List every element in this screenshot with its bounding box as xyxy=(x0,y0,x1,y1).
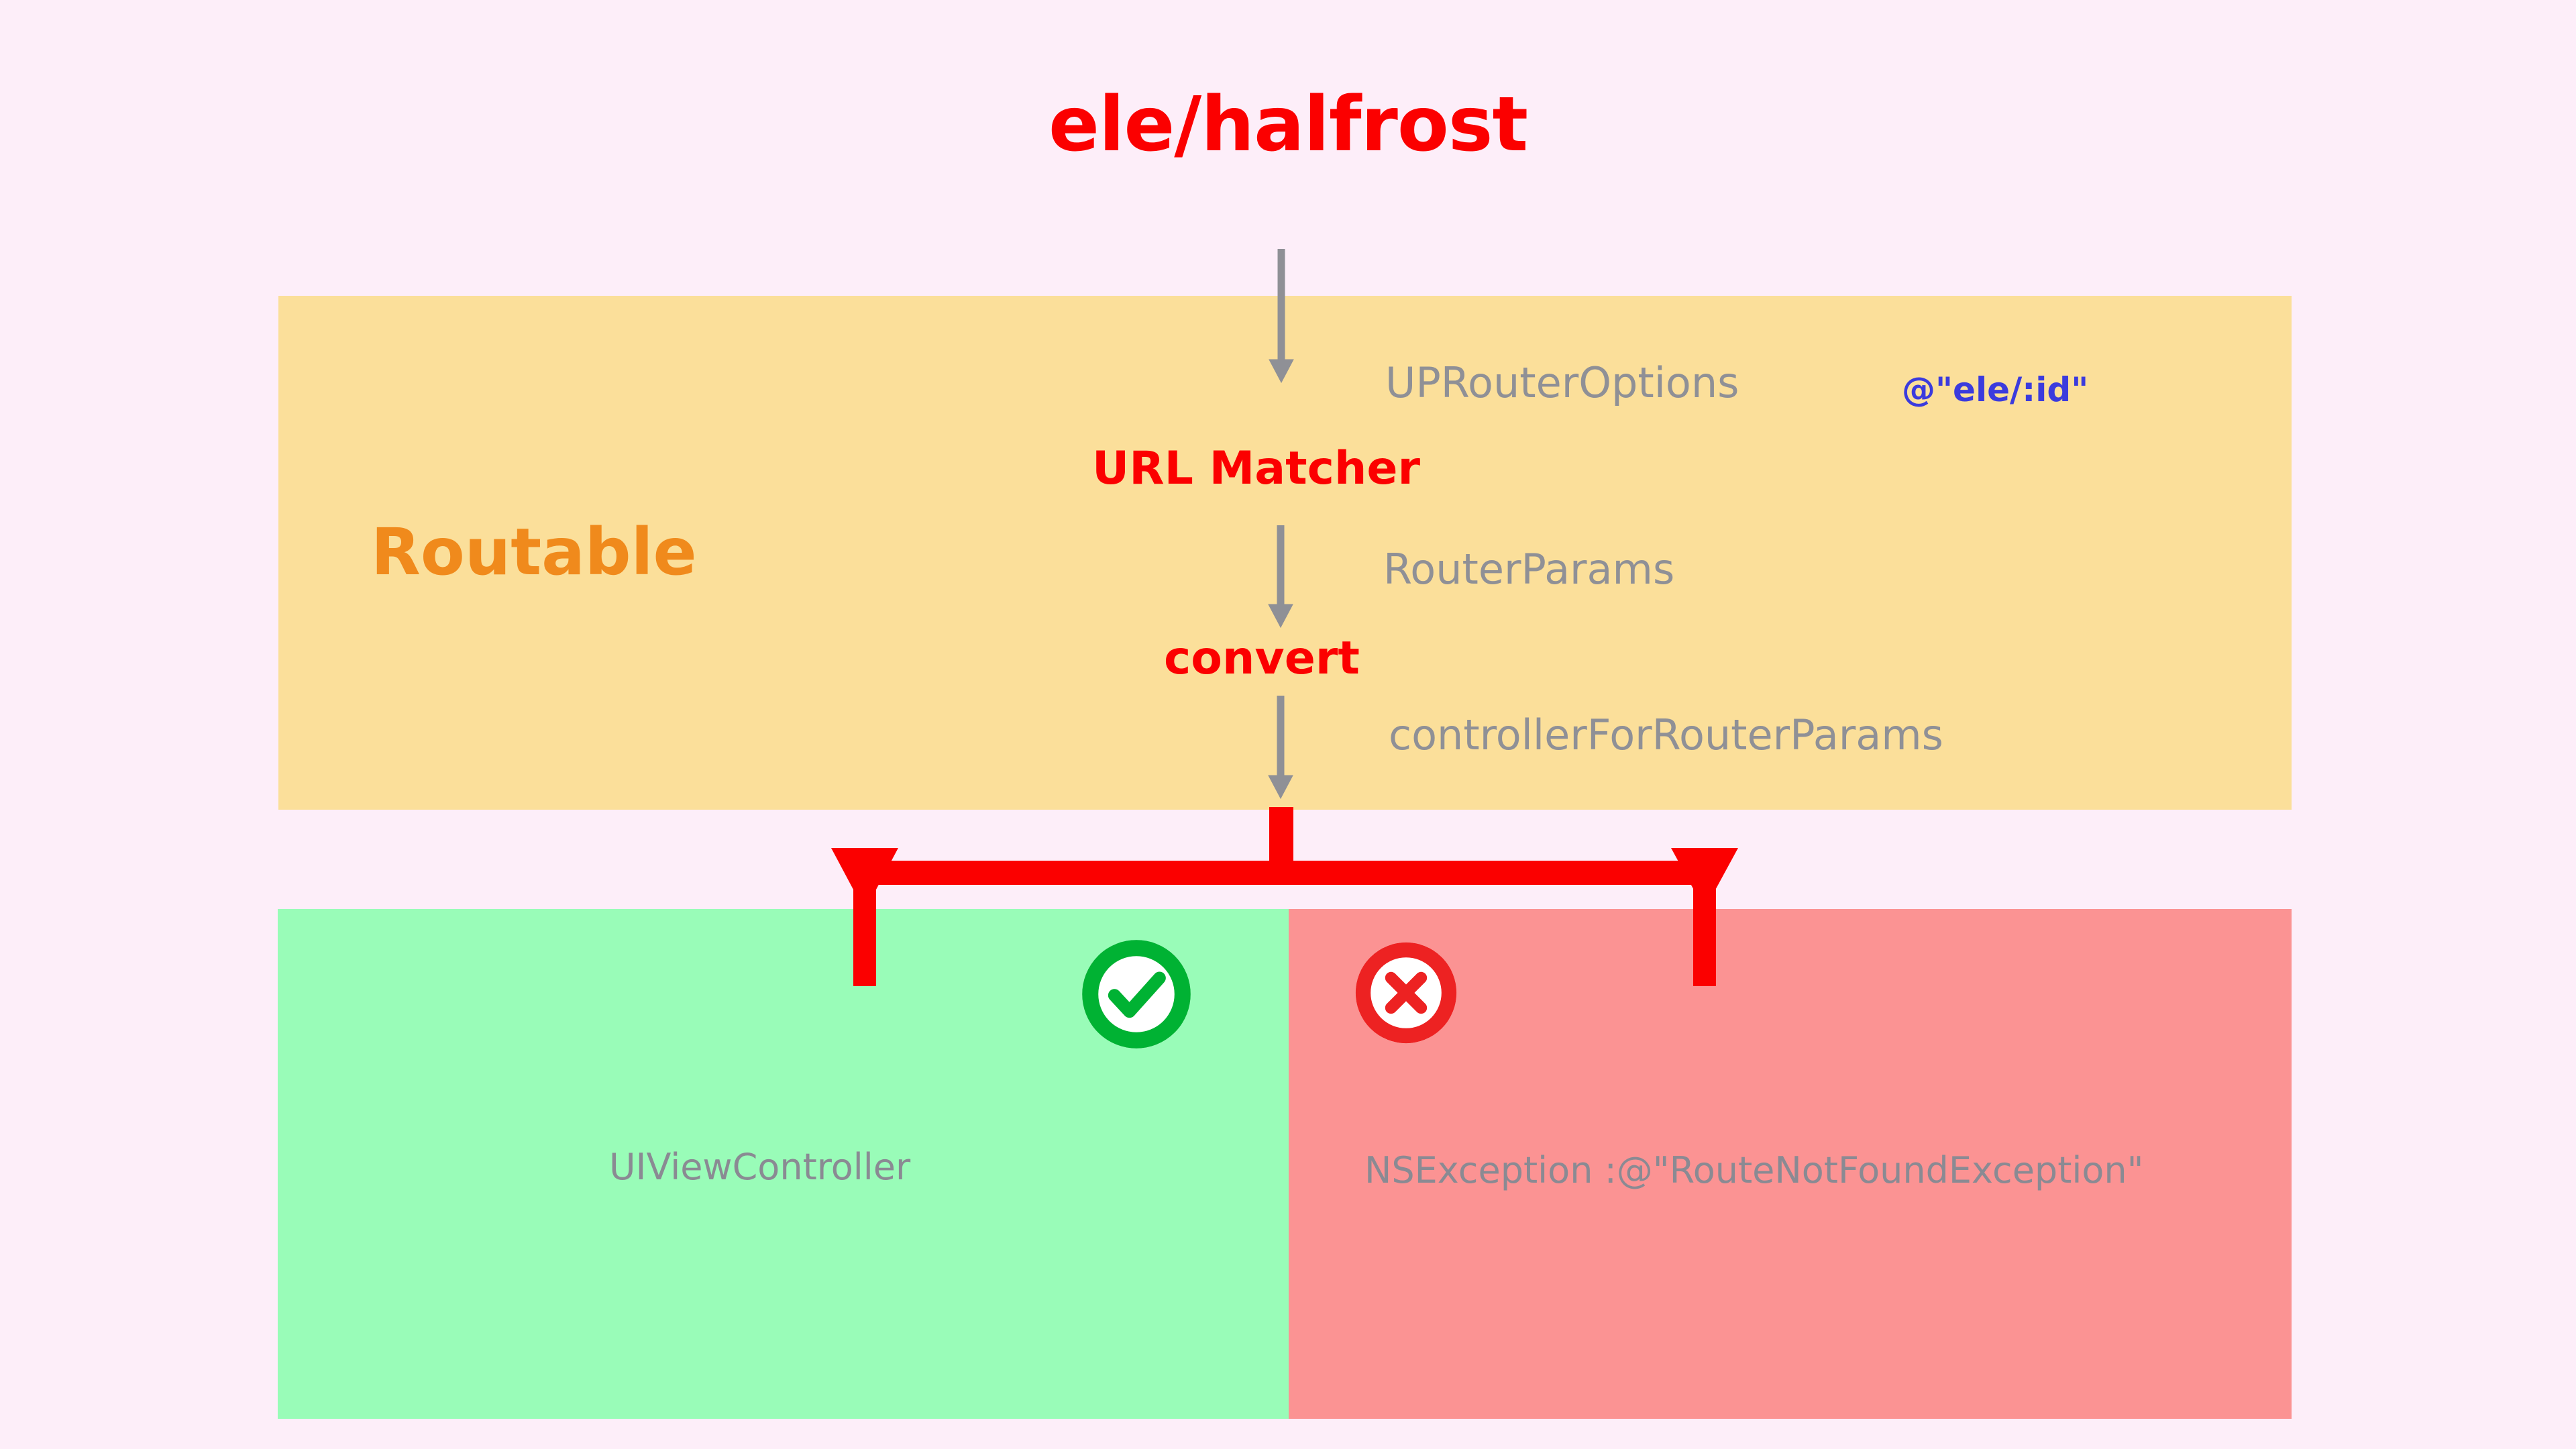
ele-id-annotation-label: @"ele/:id" xyxy=(1902,370,2089,409)
page-title: ele/halfrost xyxy=(1048,81,1528,168)
convert-label: convert xyxy=(1164,632,1360,685)
uiviewcontroller-label: UIViewController xyxy=(609,1146,911,1188)
nsexception-label: NSException :@"RouteNotFoundException" xyxy=(1364,1149,2144,1191)
x-circle-icon xyxy=(1355,942,1457,1044)
url-matcher-label: URL Matcher xyxy=(1092,442,1421,495)
up-router-options-label: UPRouterOptions xyxy=(1385,358,1739,407)
check-circle-icon xyxy=(1082,940,1191,1049)
routable-label: Routable xyxy=(371,515,697,590)
controller-for-router-params-label: controllerForRouterParams xyxy=(1389,710,1943,759)
router-params-label: RouterParams xyxy=(1383,545,1675,594)
